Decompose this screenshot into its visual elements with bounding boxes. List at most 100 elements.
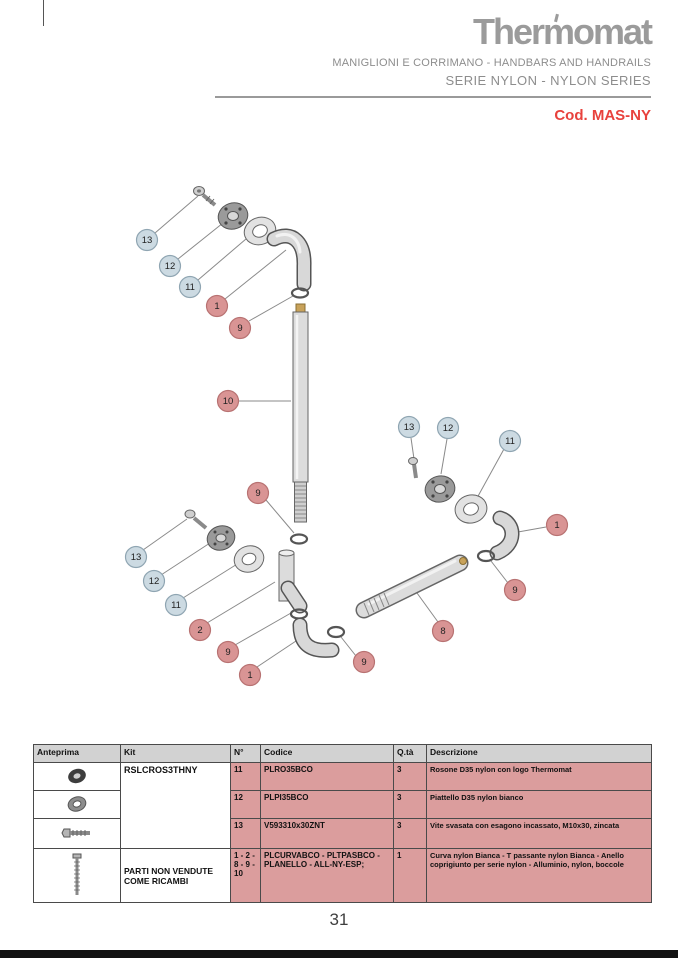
preview-cell [33,790,121,819]
svg-text:9: 9 [361,657,366,668]
vertical-tube-part [292,303,309,523]
screw-part [184,509,208,530]
part-number-cell: 12 [230,790,261,819]
rosette-part [454,494,488,524]
svg-text:1: 1 [247,670,252,681]
col-header-numero: N° [230,744,261,763]
balloon-12: 12 [158,254,182,278]
rosette-preview-icon [68,768,86,783]
table-row: PARTI NON VENDUTE COME RICAMBI 1 - 2 - 8… [33,848,652,903]
logo-text: Thermomat [472,11,653,52]
svg-text:13: 13 [404,422,415,433]
gasket-ring-part [290,287,310,299]
part-code-cell: PLRO35BCO [260,762,394,791]
quantity-cell: 3 [393,818,427,849]
balloon-11: 11 [164,593,188,617]
elbow-part [292,617,340,658]
kit-code-cell: RSLCROS3THNY [120,762,231,849]
svg-text:11: 11 [185,282,195,293]
parts-table: Anteprima Kit N° Codice Q.tà Descrizione… [33,744,652,903]
balloon-9: 9 [216,640,240,664]
long-screw-preview-icon [72,853,82,895]
description-cell: Rosone D35 nylon con logo Thermomat [426,762,652,791]
preview-cell [33,818,121,849]
balloon-13: 13 [124,545,148,569]
balloon-13: 13 [397,415,421,439]
quantity-cell: 1 [393,848,427,903]
gasket-ring-part [476,549,496,563]
header-series-line: SERIE NYLON - NYLON SERIES [445,73,651,88]
balloon-1: 1 [205,294,229,318]
tee-fitting-part [278,549,308,614]
exploded-parts-diagram: 13 12 11 1 9 10 9 13 12 11 1 9 8 13 12 1… [124,186,569,687]
table-header-row: Anteprima Kit N° Codice Q.tà Descrizione [33,744,652,763]
part-number-cell: 11 [230,762,261,791]
flange-disc-part [206,525,236,551]
quantity-cell: 3 [393,790,427,819]
balloon-12: 12 [436,416,460,440]
right-assembly [355,457,520,619]
part-number-cell: 13 [230,818,261,849]
svg-text:12: 12 [443,423,454,434]
svg-text:11: 11 [171,600,181,611]
screw-part [408,457,418,479]
svg-text:13: 13 [131,552,142,563]
not-sold-as-spares-cell: PARTI NON VENDUTE COME RICAMBI [120,848,231,903]
svg-text:12: 12 [165,261,176,272]
balloon-9: 9 [246,481,270,505]
svg-text:9: 9 [512,585,517,596]
elbow-part [489,510,520,561]
col-header-descrizione: Descrizione [426,744,652,763]
svg-text:9: 9 [237,323,242,334]
description-cell: Vite svasata con esagono incassato, M10x… [426,818,652,849]
gasket-ring-part [289,533,309,545]
screw-preview-icon [61,828,90,837]
svg-text:9: 9 [255,488,260,499]
plate-preview-icon [67,795,87,812]
leader-lines [142,195,547,668]
balloon-11: 11 [498,429,522,453]
preview-cell [33,848,121,903]
description-cell: Curva nylon Bianca - T passante nylon Bi… [426,848,652,903]
balloon-2: 2 [188,618,212,642]
svg-text:2: 2 [197,625,202,636]
svg-text:8: 8 [440,626,445,637]
svg-text:9: 9 [225,647,230,658]
balloon-1: 1 [545,513,569,537]
svg-text:1: 1 [554,520,559,531]
col-header-qta: Q.tà [393,744,427,763]
quantity-cell: 3 [393,762,427,791]
svg-text:13: 13 [142,235,153,246]
gasket-ring-part [326,625,346,639]
page-number: 31 [329,910,349,929]
header-rule [215,96,651,98]
screw-part [193,186,217,207]
preview-cell [33,762,121,791]
callout-balloons: 13 12 11 1 9 10 9 13 12 11 1 9 8 13 12 1… [124,228,569,687]
product-code: Cod. MAS-NY [554,107,651,124]
balloon-13: 13 [135,228,159,252]
svg-text:1: 1 [214,301,219,312]
col-header-kit: Kit [120,744,231,763]
part-code-cell: V593310x30ZNT [260,818,394,849]
brand-logo: Thermomat [472,11,653,52]
elbow-part [266,228,312,292]
balloon-8: 8 [431,619,455,643]
flange-disc-part [217,202,249,230]
tee-assembly [184,509,346,658]
balloon-9: 9 [503,578,527,602]
balloon-9: 9 [228,316,252,340]
description-cell: Piattello D35 nylon bianco [426,790,652,819]
svg-text:10: 10 [223,396,234,407]
balloon-10: 10 [216,389,240,413]
col-header-anteprima: Anteprima [33,744,121,763]
table-row: 12 PLPI35BCO 3 Piattello D35 nylon bianc… [33,790,652,819]
svg-text:12: 12 [149,576,160,587]
balloon-12: 12 [142,569,166,593]
upper-assembly [193,186,312,545]
footer-bar [0,950,678,958]
header-category-line: MANIGLIONI E CORRIMANO - HANDBARS AND HA… [332,57,651,69]
diagonal-tube-part [355,554,469,619]
part-code-cell: PLPI35BCO [260,790,394,819]
